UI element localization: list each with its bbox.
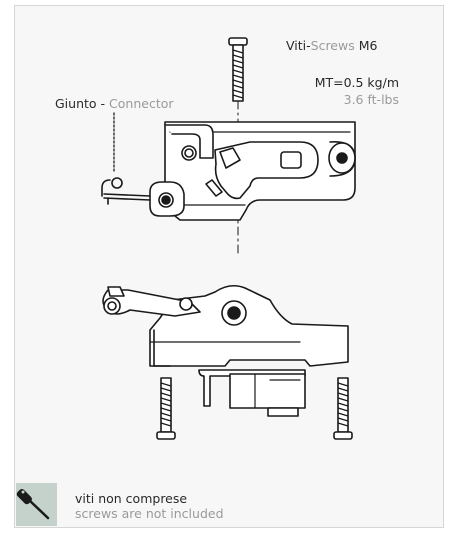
torque-imperial-label: 3.6 ft-lbs [343, 92, 399, 107]
note-italian: viti non comprese [75, 491, 188, 506]
upper-clamp [101, 121, 356, 221]
screws-note: viti non comprese screws are not include… [75, 491, 224, 521]
diagram-frame [14, 5, 444, 528]
torque-metric-label: MT=0.5 kg/m [314, 75, 399, 90]
lower-clamp [102, 284, 349, 417]
bottom-right-screw [333, 377, 353, 440]
top-screw [228, 37, 248, 102]
bottom-left-screw [156, 377, 176, 440]
screwdriver-icon [16, 483, 57, 526]
screws-label: Viti-Screws M6 [286, 38, 378, 53]
note-english: screws are not included [75, 506, 224, 521]
connector-label: Giunto - Connector [55, 96, 174, 111]
